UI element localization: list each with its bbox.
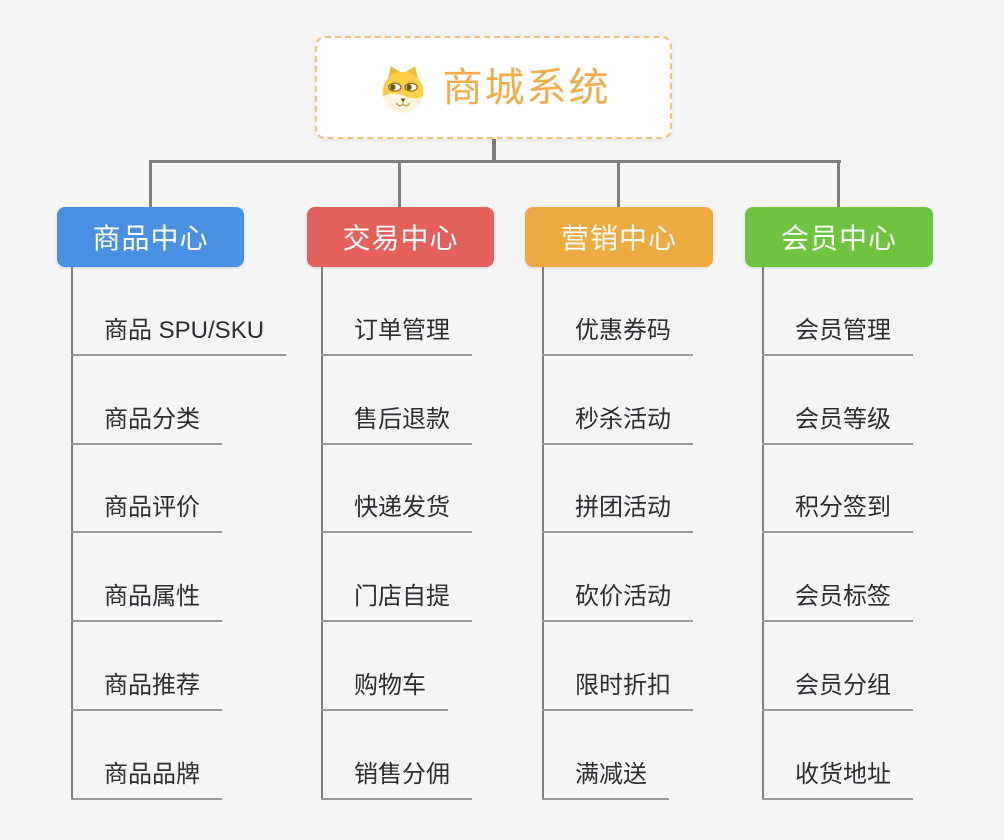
branch-node-trade-center[interactable]: 交易中心 (307, 207, 494, 267)
leaf-node[interactable]: 商品 SPU/SKU (71, 316, 287, 356)
leaf-slot: 满减送 (542, 711, 782, 800)
leaf-slot: 商品品牌 (71, 711, 311, 800)
leaf-slot: 订单管理 (321, 267, 561, 356)
branch-label: 商品中心 (92, 223, 209, 254)
leaf-slot: 会员标签 (762, 533, 1002, 623)
leaf-slot: 会员管理 (762, 267, 1002, 356)
leaf-node[interactable]: 销售分佣 (321, 760, 472, 800)
leaf-slot: 积分签到 (762, 445, 1002, 534)
leaf-column-product: 商品 SPU/SKU 商品分类 商品评价 商品属性 商品推荐 商品品牌 (71, 267, 311, 800)
branch-node-product-center[interactable]: 商品中心 (57, 207, 244, 267)
leaf-slot: 限时折扣 (542, 622, 782, 712)
leaf-slot: 商品分类 (71, 356, 311, 445)
leaf-node[interactable]: 秒杀活动 (542, 405, 693, 445)
leaf-slot: 售后退款 (321, 356, 561, 445)
connector-spine-marketing (542, 267, 544, 800)
connector-drop-marketing (617, 160, 620, 208)
leaf-node[interactable]: 商品属性 (71, 582, 222, 623)
leaf-slot: 会员分组 (762, 622, 1002, 712)
leaf-node[interactable]: 商品推荐 (71, 671, 222, 712)
leaf-node[interactable]: 会员等级 (762, 405, 913, 445)
leaf-node[interactable]: 会员管理 (762, 316, 913, 356)
leaf-node[interactable]: 收货地址 (762, 760, 913, 800)
leaf-column-member: 会员管理 会员等级 积分签到 会员标签 会员分组 收货地址 (762, 267, 1002, 800)
leaf-node[interactable]: 拼团活动 (542, 493, 693, 534)
leaf-column-marketing: 优惠券码 秒杀活动 拼团活动 砍价活动 限时折扣 满减送 (542, 267, 782, 800)
connector-drop-member (837, 160, 840, 208)
connector-spine-member (762, 267, 764, 800)
leaf-node[interactable]: 积分签到 (762, 493, 913, 534)
leaf-slot: 收货地址 (762, 711, 1002, 800)
leaf-node[interactable]: 商品分类 (71, 405, 222, 445)
leaf-node[interactable]: 满减送 (542, 760, 669, 800)
root-title: 商城系统 (442, 65, 611, 110)
leaf-node[interactable]: 会员分组 (762, 671, 913, 712)
leaf-slot: 快递发货 (321, 445, 561, 534)
leaf-slot: 砍价活动 (542, 533, 782, 623)
branch-label: 交易中心 (342, 223, 459, 254)
leaf-node[interactable]: 优惠券码 (542, 316, 693, 356)
branch-node-marketing-center[interactable]: 营销中心 (525, 207, 713, 267)
leaf-node[interactable]: 会员标签 (762, 582, 913, 623)
leaf-node[interactable]: 砍价活动 (542, 582, 693, 623)
leaf-node[interactable]: 门店自提 (321, 582, 472, 623)
leaf-node[interactable]: 限时折扣 (542, 671, 693, 712)
leaf-slot: 优惠券码 (542, 267, 782, 356)
leaf-node[interactable]: 商品评价 (71, 493, 222, 534)
leaf-slot: 门店自提 (321, 533, 561, 623)
leaf-slot: 秒杀活动 (542, 356, 782, 445)
leaf-slot: 商品推荐 (71, 622, 311, 712)
connector-spine-product (71, 267, 73, 800)
leaf-column-trade: 订单管理 售后退款 快递发货 门店自提 购物车 销售分佣 (321, 267, 561, 800)
leaf-node[interactable]: 购物车 (321, 671, 448, 712)
leaf-slot: 商品 SPU/SKU (71, 267, 311, 356)
leaf-slot: 拼团活动 (542, 445, 782, 534)
connector-rail (149, 160, 841, 163)
branch-node-member-center[interactable]: 会员中心 (745, 207, 933, 267)
branch-label: 会员中心 (780, 223, 897, 254)
root-node[interactable]: 商城系统 (315, 36, 672, 139)
leaf-slot: 会员等级 (762, 356, 1002, 445)
connector-drop-trade (398, 160, 401, 208)
connector-root-stem (492, 139, 496, 163)
leaf-slot: 商品属性 (71, 533, 311, 623)
leaf-slot: 销售分佣 (321, 711, 561, 800)
connector-spine-trade (321, 267, 323, 800)
connector-drop-product (149, 160, 152, 208)
leaf-slot: 购物车 (321, 622, 561, 712)
doge-face-icon (382, 65, 423, 112)
branch-label: 营销中心 (560, 223, 677, 254)
leaf-node[interactable]: 快递发货 (321, 493, 472, 534)
leaf-node[interactable]: 商品品牌 (71, 760, 222, 800)
leaf-node[interactable]: 订单管理 (321, 316, 472, 356)
leaf-node[interactable]: 售后退款 (321, 405, 472, 445)
leaf-slot: 商品评价 (71, 445, 311, 534)
